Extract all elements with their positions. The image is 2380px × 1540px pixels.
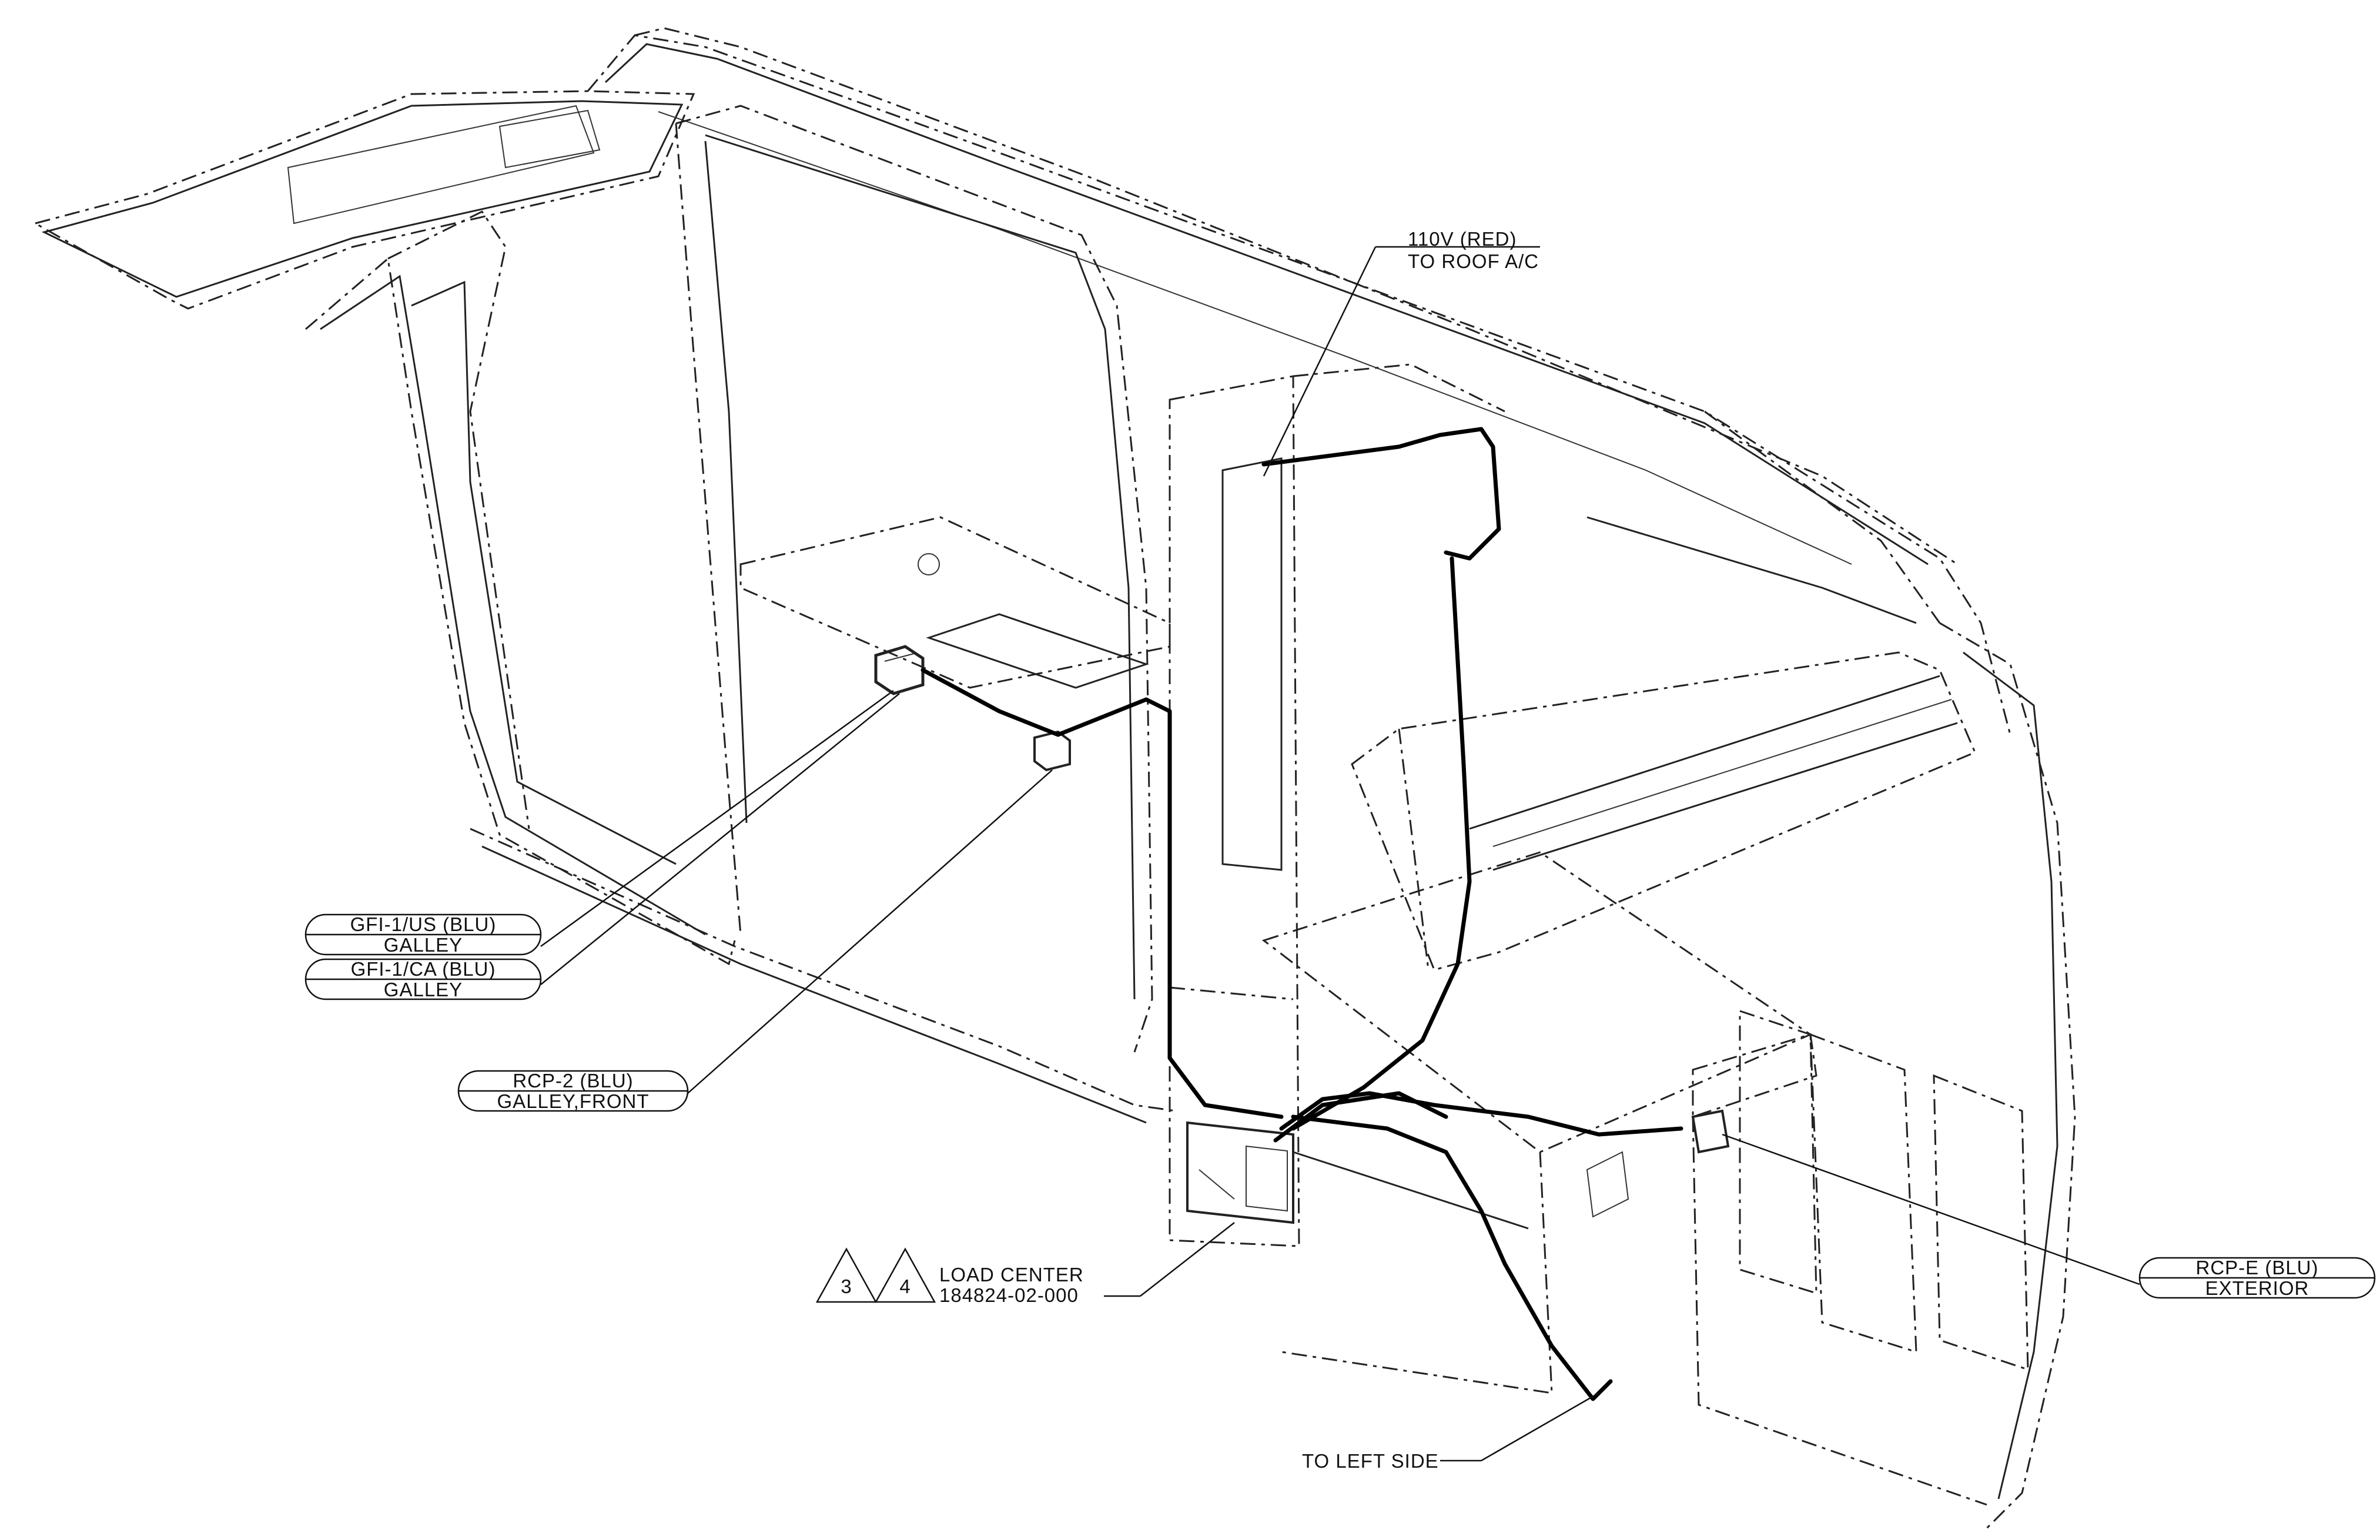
leader-lines <box>540 246 2140 1462</box>
callout-gfi-ca: GFI-1/CA (BLU) GALLEY <box>304 958 542 1000</box>
wire-loop-2 <box>1273 1091 1448 1143</box>
callout-rcpe: RCP-E (BLU) EXTERIOR <box>2138 1257 2376 1299</box>
callout-roof-ac-line2: TO ROOF A/C <box>1408 250 1539 272</box>
callout-rcpe-line2: EXTERIOR <box>2205 1277 2309 1299</box>
revision-4-label: 4 <box>899 1275 911 1297</box>
callout-rcpe-line1: RCP-E (BLU) <box>2195 1257 2318 1278</box>
callout-gfi-ca-line1: GFI-1/CA (BLU) <box>351 958 496 980</box>
callout-rcp2-line1: RCP-2 (BLU) <box>513 1070 633 1092</box>
callout-load-center: 3 4 LOAD CENTER 184824-02-000 <box>815 1247 1140 1306</box>
callout-load-center-line2: 184824-02-000 <box>939 1284 1079 1306</box>
load-center-panel <box>1186 1121 1294 1224</box>
leader-load-center <box>1140 1222 1235 1297</box>
wire-load-center-loop <box>1279 1091 1683 1137</box>
wire-to-left-side <box>1291 1114 1613 1401</box>
wire-riser-left <box>1291 556 1472 1131</box>
leader-rcpe <box>1722 1133 2140 1285</box>
callout-gfi-us-line2: GALLEY <box>384 934 463 956</box>
callout-gfi-ca-line2: GALLEY <box>384 979 463 1000</box>
rcp2-receptacle-box <box>1033 730 1071 772</box>
leader-rcp2 <box>687 769 1053 1094</box>
van-body-outline <box>33 27 2076 1529</box>
callout-load-center-line1: LOAD CENTER <box>939 1264 1084 1285</box>
wire-harness <box>920 427 1683 1401</box>
leader-ac <box>1263 246 1377 477</box>
revision-triangle-3 <box>815 1247 878 1303</box>
callout-roof-ac-line1: 110V (RED) <box>1408 228 1517 250</box>
callout-roof-ac: 110V (RED) TO ROOF A/C <box>1375 228 1540 272</box>
callout-gfi-us-line1: GFI-1/US (BLU) <box>350 913 497 935</box>
leader-left-side <box>1481 1392 1599 1462</box>
leader-gfi-ca <box>540 693 900 985</box>
callout-rcp2-line2: GALLEY,FRONT <box>497 1090 650 1112</box>
revision-3-label: 3 <box>841 1275 852 1297</box>
leader-gfi-us <box>540 689 894 948</box>
callout-left-side-text: TO LEFT SIDE <box>1302 1450 1439 1472</box>
rcpe-receptacle-box <box>1691 1109 1730 1154</box>
gfi-outlet-box <box>874 645 925 695</box>
callout-left-side: TO LEFT SIDE <box>1302 1450 1481 1472</box>
callout-gfi-us: GFI-1/US (BLU) GALLEY <box>304 913 542 956</box>
callout-rcp2: RCP-2 (BLU) GALLEY,FRONT <box>457 1070 689 1112</box>
revision-triangle-4 <box>874 1247 936 1303</box>
wire-roof-ac <box>1261 427 1501 561</box>
wire-galley-run <box>920 668 1284 1119</box>
